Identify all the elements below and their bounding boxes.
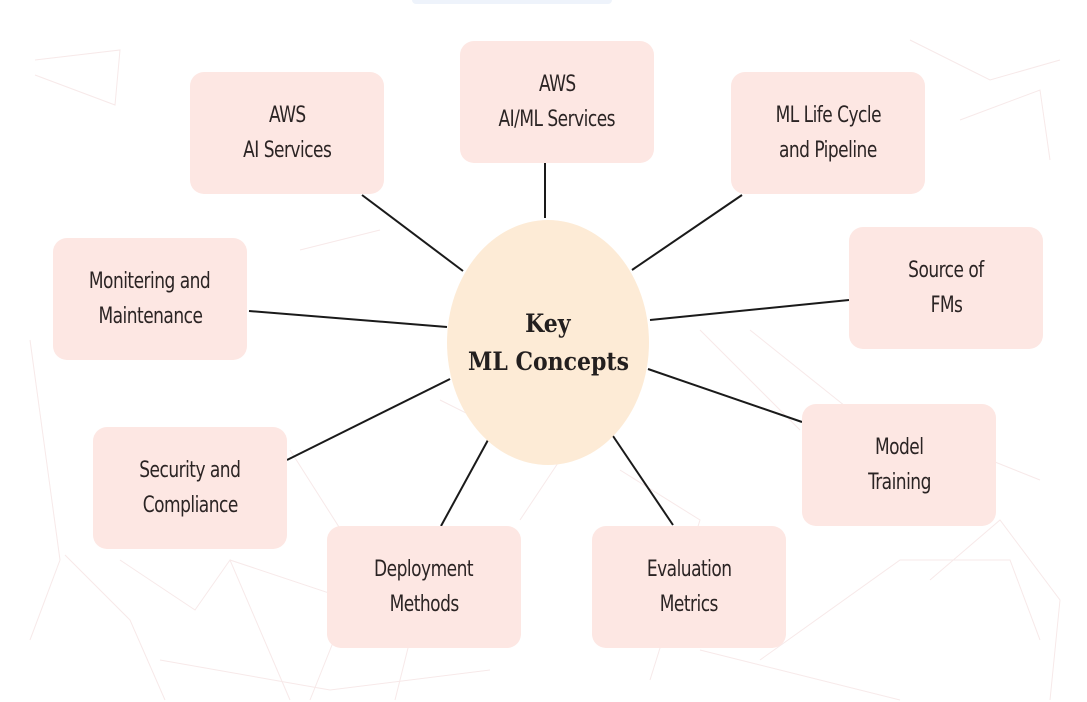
node-deployment-methods[interactable]: Deployment Methods: [327, 526, 521, 648]
center-line-2: ML Concepts: [467, 346, 629, 376]
node-label-line: Security and: [139, 458, 241, 483]
node-aws-ai-services[interactable]: AWS AI Services: [190, 72, 384, 194]
node-label-line: Deployment: [374, 557, 474, 582]
node-label-line: ML Life Cycle: [775, 103, 881, 128]
node-security-compliance[interactable]: Security and Compliance: [93, 427, 287, 549]
node-aws-aiml-services[interactable]: AWS AI/ML Services: [460, 41, 654, 163]
node-label-line: Training: [867, 470, 931, 495]
connector-source-of-fms: [649, 299, 850, 321]
connector-ml-life-cycle: [631, 194, 743, 271]
node-label-line: AWS: [268, 103, 306, 128]
node-label-line: Compliance: [142, 493, 238, 518]
node-evaluation-metrics[interactable]: Evaluation Metrics: [592, 526, 786, 648]
node-ml-life-cycle[interactable]: ML Life Cycle and Pipeline: [731, 72, 925, 194]
node-source-of-fms[interactable]: Source of FMs: [849, 227, 1043, 349]
connector-aws-ai-services: [361, 194, 464, 272]
node-label-line: AI/ML Services: [498, 107, 616, 132]
connector-security-compliance: [286, 378, 451, 461]
node-model-training[interactable]: Model Training: [802, 404, 996, 526]
node-label-line: and Pipeline: [779, 138, 877, 163]
node-label-line: Model: [874, 435, 924, 460]
cropped-top-element: [412, 0, 612, 4]
node-label-line: Monitering and: [89, 269, 211, 294]
connector-evaluation-metrics: [612, 435, 674, 526]
central-topic-key-ml-concepts[interactable]: Key ML Concepts: [447, 220, 649, 465]
connector-model-training: [647, 368, 803, 423]
center-line-1: Key: [525, 308, 571, 338]
node-monitoring-maintenance[interactable]: Monitering and Maintenance: [53, 238, 247, 360]
node-label-line: Source of: [908, 258, 984, 283]
node-label-line: Evaluation: [646, 557, 732, 582]
connector-deployment-methods: [440, 439, 489, 527]
node-label-line: Metrics: [659, 592, 719, 617]
node-label-line: Methods: [389, 592, 459, 617]
node-label-line: AI Services: [242, 138, 332, 163]
connector-monitoring-maintenance: [248, 310, 448, 328]
node-label-line: AWS: [538, 72, 576, 97]
node-label-line: Maintenance: [98, 304, 202, 329]
node-label-line: FMs: [930, 293, 962, 318]
